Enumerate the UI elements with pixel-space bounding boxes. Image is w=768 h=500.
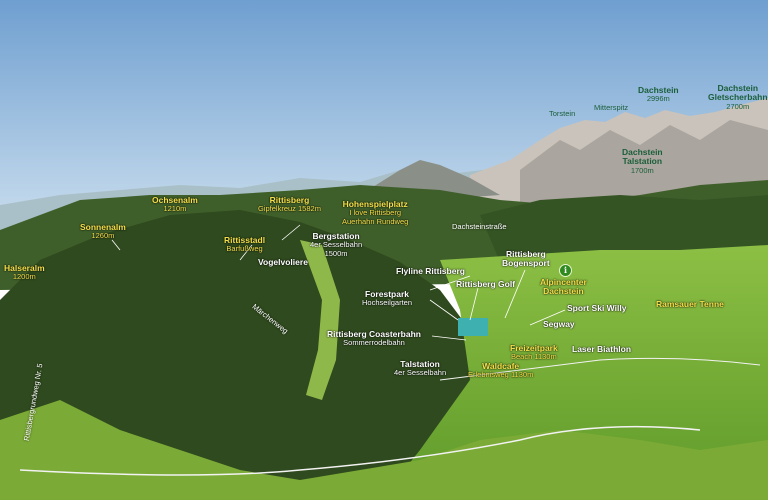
label-laser-biathlon: Laser Biathlon — [572, 344, 632, 354]
label-talstation-sesselbahn: Talstation 4er Sesselbahn — [394, 359, 447, 378]
village-road — [439, 357, 761, 381]
label-ramsauer-tenne: Ramsauer Tenne — [656, 299, 724, 309]
label-sonnenalm: Sonnenalm 1260m — [80, 222, 126, 241]
valley-road — [19, 425, 701, 476]
label-bergstation: Bergstation 4er Sesselbahn 1500m — [310, 231, 363, 258]
leader-lines — [111, 224, 566, 341]
label-freizeitpark: Freizeitpark Beach 1130m — [510, 343, 558, 362]
label-dachstein-talstation: Dachstein Talstation 1700m — [622, 147, 663, 175]
forest-ridge-right — [480, 195, 768, 265]
label-vogelvoliere: Vogelvoliere — [258, 257, 308, 267]
valley-meadows — [380, 245, 768, 500]
road-dachsteinstrasse: Dachsteinstraße — [452, 222, 507, 231]
label-forestpark: Forestpark Hochseilgarten — [362, 289, 413, 308]
label-halseralm: Halseralm 1200m — [4, 263, 45, 282]
label-ochsenalm: Ochsenalm 1210m — [152, 195, 198, 214]
label-torstein: Torstein — [549, 109, 576, 118]
label-hohenspielplatz: Hohenspielplatz I love Rittisberg Auerha… — [342, 199, 409, 226]
label-mitterspitz: Mitterspitz — [594, 103, 629, 112]
label-rittisberg: Rittisberg Gipfelkreuz 1582m — [258, 195, 321, 214]
label-waldcafe: Waldcafe Erlebnisweg 1130m — [468, 361, 534, 380]
label-coasterbahn: Rittisberg Coasterbahn Sommerrodelbahn — [327, 329, 421, 348]
label-segway: Segway — [543, 319, 575, 329]
pond — [458, 318, 488, 336]
label-alpincenter: Alpincenter Dachstein — [540, 277, 587, 297]
forest-ridge-main — [0, 210, 480, 500]
label-dachstein: Dachstein 2996m — [638, 85, 679, 104]
label-rittisstadl: Rittisstadl Barfußweg — [224, 235, 266, 254]
label-flyline: Flyline Rittisberg — [396, 266, 465, 276]
ski-slope — [300, 240, 340, 400]
label-bogensport: Rittisberg Bogensport — [502, 249, 550, 269]
info-icon: i — [559, 264, 572, 277]
label-golf: Rittisberg Golf — [456, 279, 516, 289]
label-skiwilly: Sport Ski Willy — [567, 303, 627, 313]
label-dachstein-gletscherbahn: Dachstein Gletscherbahn 2700m — [708, 83, 768, 111]
